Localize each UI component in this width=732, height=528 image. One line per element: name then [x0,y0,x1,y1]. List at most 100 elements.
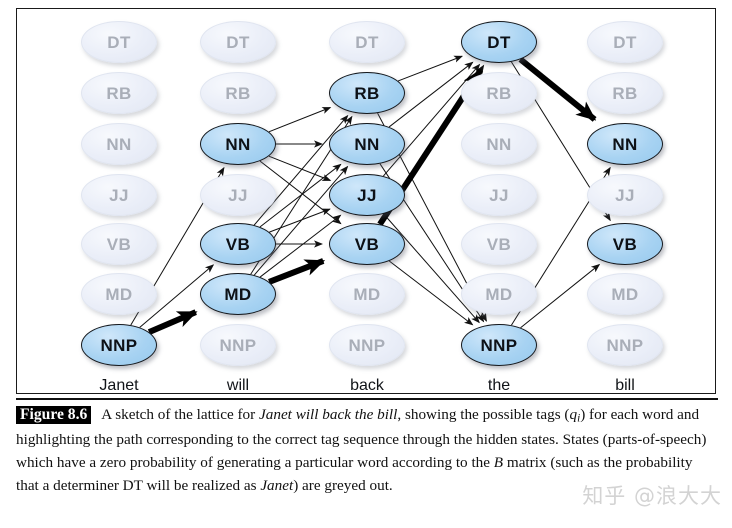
lattice-node-label: VB [486,234,512,254]
lattice-node-back-NNP[interactable]: NNP [329,324,405,366]
lattice-node-label: JJ [228,185,248,205]
lattice-node-bill-RB[interactable]: RB [587,72,663,114]
caption-text-4: matrix (such as the probability that a d… [16,453,693,494]
lattice-node-Janet-NN[interactable]: NN [81,123,157,165]
lattice-node-will-VB[interactable]: VB [200,223,276,265]
lattice-node-label: DT [613,32,637,52]
lattice-node-label: NN [612,134,638,154]
lattice-node-bill-DT[interactable]: DT [587,21,663,63]
lattice-node-will-JJ[interactable]: JJ [200,174,276,216]
lattice-node-Janet-DT[interactable]: DT [81,21,157,63]
lattice-node-label: DT [487,32,511,52]
caption-symbol-q: q [569,406,578,423]
transition-edge [269,208,331,233]
word-label-bill: bill [615,377,635,394]
lattice-figure-frame: DT RB NN JJ VB MD NNP DT RB NN JJ VB MD NNP DT RB NN JJ VB… [16,8,716,394]
lattice-node-bill-JJ[interactable]: JJ [587,174,663,216]
lattice-node-back-RB[interactable]: RB [329,72,405,114]
best-path-edge [268,258,326,285]
caption-word-janet: Janet [260,476,294,494]
best-path-edge [147,309,198,335]
lattice-node-label: NN [354,134,380,154]
transition-edge [259,214,342,278]
lattice-node-label: VB [106,234,132,254]
transition-edge [383,213,480,324]
lattice-node-label: DT [226,32,250,52]
lattice-node-the-MD[interactable]: MD [461,273,537,315]
lattice-node-label: RB [106,83,132,103]
lattice-node-label: NN [225,134,251,154]
transition-edge [268,155,332,181]
caption-sentence-italic: Janet will back the bill [259,406,398,423]
lattice-node-label: JJ [615,185,635,205]
lattice-node-label: RB [486,83,512,103]
lattice-node-back-DT[interactable]: DT [329,21,405,63]
lattice-node-label: NNP [219,335,257,355]
lattice-node-label: NNP [348,335,386,355]
lattice-node-bill-VB[interactable]: VB [587,223,663,265]
lattice-node-the-NNP[interactable]: NNP [461,324,537,366]
lattice-node-label: MD [105,284,133,304]
lattice-node-will-RB[interactable]: RB [200,72,276,114]
figure-number-tag: Figure 8.6 [16,406,92,424]
caption-text-5: ) are greyed out. [293,476,393,494]
lattice-node-bill-NNP[interactable]: NNP [587,324,663,366]
caption-text-2: , showing the possible tags ( [397,406,570,423]
lattice-node-will-DT[interactable]: DT [200,21,276,63]
lattice-node-the-NN[interactable]: NN [461,123,537,165]
lattice-node-label: VB [354,234,380,254]
lattice-node-the-DT[interactable]: DT [461,21,537,63]
transition-edge [139,264,215,328]
lattice-node-Janet-VB[interactable]: VB [81,223,157,265]
lattice-node-bill-NN[interactable]: NN [587,123,663,165]
lattice-node-will-NNP[interactable]: NNP [200,324,276,366]
lattice-node-label: JJ [489,185,509,205]
transition-edge [520,263,601,329]
transition-edge [397,55,463,82]
lattice-node-label: JJ [109,185,129,205]
lattice-node-Janet-JJ[interactable]: JJ [81,174,157,216]
word-label-back: back [350,377,384,394]
lattice-node-label: MD [224,284,252,304]
word-label-Janet: Janet [99,377,139,394]
best-path-edge [518,57,597,122]
lattice-node-label: MD [611,284,639,304]
lattice-node-Janet-NNP[interactable]: NNP [81,324,157,366]
word-label-will: will [226,377,250,394]
lattice-node-label: RB [225,83,251,103]
transition-edge [382,63,481,177]
lattice-node-label: VB [225,234,251,254]
word-label-the: the [487,377,511,394]
caption-symbol-b: B [493,453,504,471]
transition-edge [388,260,474,326]
lattice-node-back-JJ[interactable]: JJ [329,174,405,216]
lattice-node-the-RB[interactable]: RB [461,72,537,114]
lattice-node-label: NNP [606,335,644,355]
lattice-node-label: NNP [100,335,138,355]
lattice-node-label: NNP [480,335,518,355]
caption-text-3: ) for each word and highlighting the pat… [16,406,707,471]
lattice-node-Janet-RB[interactable]: RB [81,72,157,114]
caption-rule [16,398,718,400]
lattice-node-label: NN [486,134,512,154]
lattice-node-the-JJ[interactable]: JJ [461,174,537,216]
lattice-node-label: DT [107,32,131,52]
lattice-node-back-MD[interactable]: MD [329,273,405,315]
lattice-node-bill-MD[interactable]: MD [587,273,663,315]
lattice-node-back-VB[interactable]: VB [329,223,405,265]
lattice-node-label: VB [612,234,638,254]
lattice-node-label: NN [106,134,132,154]
lattice-node-label: DT [355,32,379,52]
lattice-node-will-MD[interactable]: MD [200,273,276,315]
lattice-node-will-NN[interactable]: NN [200,123,276,165]
lattice-node-label: JJ [357,185,377,205]
transition-edge [268,107,332,133]
transition-edge [388,61,474,128]
lattice-node-Janet-MD[interactable]: MD [81,273,157,315]
lattice-node-the-VB[interactable]: VB [461,223,537,265]
lattice-node-label: MD [353,284,381,304]
lattice-node-label: MD [485,284,513,304]
lattice-node-back-NN[interactable]: NN [329,123,405,165]
